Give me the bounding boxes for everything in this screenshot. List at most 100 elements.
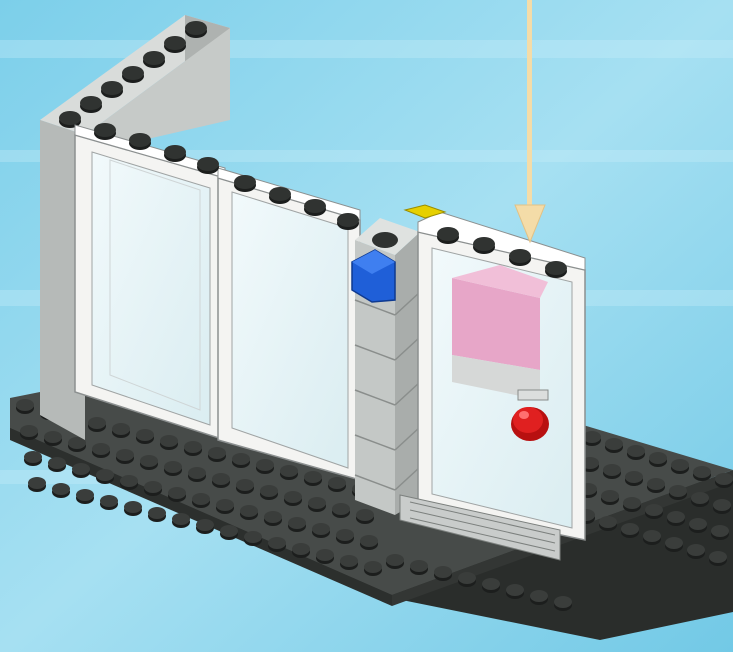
stud xyxy=(16,399,34,411)
stud xyxy=(168,487,186,499)
stud xyxy=(280,465,298,477)
stud xyxy=(216,499,234,511)
stud xyxy=(621,523,639,535)
stud xyxy=(410,560,428,572)
stud xyxy=(482,578,500,590)
stud xyxy=(292,543,310,555)
stud xyxy=(244,531,262,543)
stud xyxy=(332,503,350,515)
stud xyxy=(140,455,158,467)
frame-stud xyxy=(304,199,326,213)
stud xyxy=(316,549,334,561)
stud xyxy=(713,499,731,511)
stud xyxy=(144,481,162,493)
stud xyxy=(625,471,643,483)
window-middle xyxy=(218,168,360,480)
stud xyxy=(711,525,729,537)
stud xyxy=(434,566,452,578)
stud xyxy=(709,551,727,563)
stud xyxy=(643,530,661,542)
stud xyxy=(506,584,524,596)
stud xyxy=(164,461,182,473)
stud xyxy=(212,473,230,485)
stud xyxy=(667,511,685,523)
stud xyxy=(124,501,142,513)
stud xyxy=(100,495,118,507)
wall-stud xyxy=(122,66,144,80)
stud xyxy=(601,490,619,502)
stud xyxy=(691,492,709,504)
stud xyxy=(264,511,282,523)
wall-stud xyxy=(59,111,81,125)
stud xyxy=(88,417,106,429)
stud xyxy=(312,523,330,535)
stud xyxy=(148,507,166,519)
wall-stud xyxy=(143,51,165,65)
stud xyxy=(48,457,66,469)
stud xyxy=(671,459,689,471)
frame-stud xyxy=(164,145,186,159)
stud xyxy=(28,477,46,489)
stud xyxy=(196,519,214,531)
stud xyxy=(360,535,378,547)
frame-stud xyxy=(197,157,219,171)
frame-stud xyxy=(129,133,151,147)
stud xyxy=(236,479,254,491)
stud xyxy=(308,497,326,509)
stud xyxy=(288,517,306,529)
stud xyxy=(364,561,382,573)
frame-stud xyxy=(269,187,291,201)
stud xyxy=(605,438,623,450)
stud xyxy=(240,505,258,517)
wall-stud xyxy=(164,36,186,50)
frame-stud xyxy=(473,237,495,251)
stud xyxy=(184,441,202,453)
stud xyxy=(208,447,226,459)
stud xyxy=(328,477,346,489)
frame-stud xyxy=(234,175,256,189)
stud xyxy=(232,453,250,465)
stud xyxy=(172,513,190,525)
window-right xyxy=(400,205,585,560)
stud xyxy=(188,467,206,479)
stud xyxy=(458,572,476,584)
stud xyxy=(96,469,114,481)
stud xyxy=(52,483,70,495)
stud xyxy=(256,459,274,471)
stud xyxy=(92,443,110,455)
stud xyxy=(669,485,687,497)
stud xyxy=(689,518,707,530)
stud xyxy=(687,544,705,556)
stud xyxy=(356,509,374,521)
wall-stud xyxy=(80,96,102,110)
stud xyxy=(715,473,733,485)
stud xyxy=(268,537,286,549)
stud xyxy=(340,555,358,567)
stud xyxy=(260,485,278,497)
stud xyxy=(72,463,90,475)
center-pillar xyxy=(352,218,420,515)
wall-stud xyxy=(185,21,207,35)
stud xyxy=(284,491,302,503)
stud xyxy=(665,537,683,549)
stud xyxy=(530,590,548,602)
stud xyxy=(649,452,667,464)
frame-stud xyxy=(545,261,567,275)
stud xyxy=(599,516,617,528)
stud xyxy=(44,431,62,443)
stud xyxy=(160,435,178,447)
stud xyxy=(24,451,42,463)
stud xyxy=(120,475,138,487)
stud xyxy=(304,471,322,483)
stud xyxy=(693,466,711,478)
stud xyxy=(554,596,572,608)
stud xyxy=(627,445,645,457)
stud xyxy=(386,554,404,566)
stud xyxy=(603,464,621,476)
stud xyxy=(645,504,663,516)
stud xyxy=(20,425,38,437)
frame-stud xyxy=(509,249,531,263)
stud xyxy=(136,429,154,441)
